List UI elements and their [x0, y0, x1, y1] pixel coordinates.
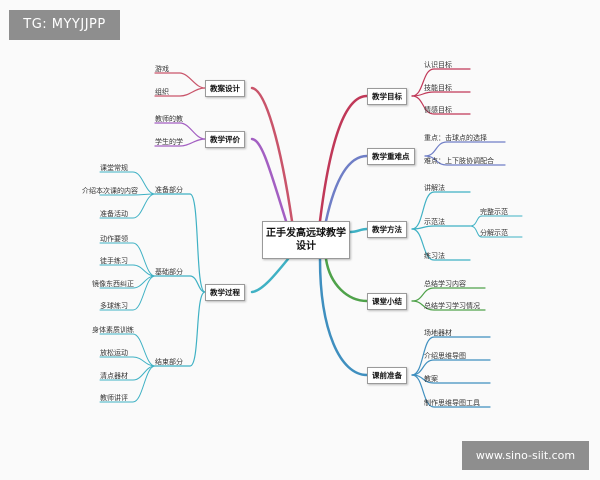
- leaf-line-process-prep: [154, 193, 206, 293]
- leaf-goal-1: 技能目标: [424, 84, 452, 92]
- leaf-method-demo-0: 完整示范: [480, 208, 508, 216]
- watermark-bottom: www.sino-siit.com: [462, 441, 589, 470]
- leaf-line-process-prep-1: [99, 193, 156, 196]
- leaf-process-end-3: 教师讲评: [100, 394, 128, 402]
- leaf-method-1: 示范法: [424, 218, 445, 226]
- connector-process: [250, 257, 290, 294]
- leaf-process-basic-2: 镜像东西纠正: [92, 280, 134, 288]
- leaf-process-end-1: 放松运动: [100, 349, 128, 357]
- leaf-line-process-basic-3: [99, 275, 156, 311]
- leaf-line-method-0: [411, 191, 471, 230]
- connector-method: [348, 227, 369, 234]
- leaf-line-process-prep-0: [99, 171, 156, 195]
- leaf-line-process-basic-0: [99, 242, 156, 277]
- branch-evaluation[interactable]: 教学评价: [205, 131, 245, 148]
- leaf-process-basic-3: 多球练习: [100, 302, 128, 310]
- connector-summary: [324, 257, 369, 303]
- leaf-prep-2: 教案: [424, 375, 438, 383]
- leaf-process-end-2: 清点器材: [100, 372, 128, 380]
- leaf-line-goal-2: [411, 95, 471, 115]
- leaf-line-process-prep-2: [99, 193, 156, 219]
- leaf-key-0: 重点：击球点的选择: [424, 134, 487, 142]
- leaf-design-1: 组织: [155, 88, 169, 96]
- leaf-line-design-1: [154, 87, 206, 97]
- branch-preparation[interactable]: 课前准备: [367, 367, 407, 384]
- leaf-line-process-basic-1: [99, 264, 156, 277]
- branch-design[interactable]: 教案设计: [205, 80, 245, 97]
- leaf-line-goal-1: [411, 91, 471, 97]
- leaf-process-end-0: 身体素质训练: [92, 326, 134, 334]
- leaf-line-summary-1: [411, 300, 486, 311]
- leaf-line-process-end: [154, 291, 206, 367]
- leaf-method-demo-1: 分解示范: [480, 229, 508, 237]
- leaf-line-method-2: [411, 228, 471, 261]
- leaf-line-design-0: [154, 72, 206, 89]
- leaf-design-0: 游戏: [155, 65, 169, 73]
- leaf-line-key-0: [424, 141, 506, 157]
- leaf-line-process-end-3: [99, 365, 156, 403]
- branch-process[interactable]: 教学过程: [205, 284, 245, 301]
- leaf-line-demo-0: [469, 215, 523, 227]
- leaf-eval-0: 教师的教: [155, 115, 183, 123]
- leaf-method-0: 讲解法: [424, 184, 445, 192]
- leaf-process-prep-1: 介绍本次课的内容: [82, 187, 138, 195]
- leaf-method-2: 练习法: [424, 252, 445, 260]
- leaf-process-prep-0: 课堂常规: [100, 164, 128, 172]
- leaf-line-demo-1: [469, 225, 523, 238]
- leaf-line-process-end-1: [99, 356, 156, 367]
- leaf-line-method-1: [411, 225, 471, 230]
- leaf-summary-1: 总结学习学习情况: [424, 302, 480, 310]
- branch-key-points[interactable]: 教学重难点: [367, 148, 415, 165]
- leaf-process-basic-1: 徒手练习: [100, 257, 128, 265]
- leaf-line-process-basic: [154, 275, 206, 293]
- center-node[interactable]: 正手发高远球教学设计: [262, 221, 350, 259]
- connector-design: [250, 86, 294, 223]
- leaf-line-process-end-0: [99, 333, 156, 367]
- connector-prep: [318, 257, 369, 377]
- leaf-prep-1: 介绍思维导图: [424, 352, 466, 360]
- leaf-prep-3: 制作思维导图工具: [424, 399, 480, 407]
- leaf-process-basic-0: 动作要领: [100, 235, 128, 243]
- branch-summary[interactable]: 课堂小结: [367, 293, 407, 310]
- leaf-line-goal-0: [411, 68, 471, 97]
- leaf-summary-0: 总结学习内容: [424, 280, 466, 288]
- branch-goal[interactable]: 教学目标: [367, 88, 407, 105]
- leaf-key-1: 难点：上下肢协调配合: [424, 157, 494, 165]
- watermark-top: TG: MYYJJPP: [9, 10, 120, 40]
- connector-goal: [318, 94, 369, 223]
- leaf-eval-1: 学生的学: [155, 138, 183, 146]
- leaf-line-prep-3: [411, 374, 491, 408]
- leaf-line-eval-1: [154, 138, 206, 147]
- leaf-goal-2: 情感目标: [424, 106, 452, 114]
- leaf-line-key-1: [424, 155, 506, 166]
- leaf-prep-0: 场地器材: [424, 329, 452, 337]
- leaf-line-prep-1: [411, 359, 491, 376]
- sub-process-prep: 准备部分: [155, 186, 183, 194]
- leaf-process-prep-2: 准备活动: [100, 210, 128, 218]
- sub-process-basic: 基础部分: [155, 268, 183, 276]
- connector-key: [324, 154, 369, 223]
- branch-method[interactable]: 教学方法: [367, 221, 407, 238]
- leaf-line-eval-0: [154, 122, 206, 140]
- leaf-goal-0: 认识目标: [424, 61, 452, 69]
- sub-process-end: 结束部分: [155, 358, 183, 366]
- leaf-line-summary-0: [411, 287, 486, 302]
- leaf-line-prep-0: [411, 336, 491, 376]
- connector-eval: [250, 137, 288, 223]
